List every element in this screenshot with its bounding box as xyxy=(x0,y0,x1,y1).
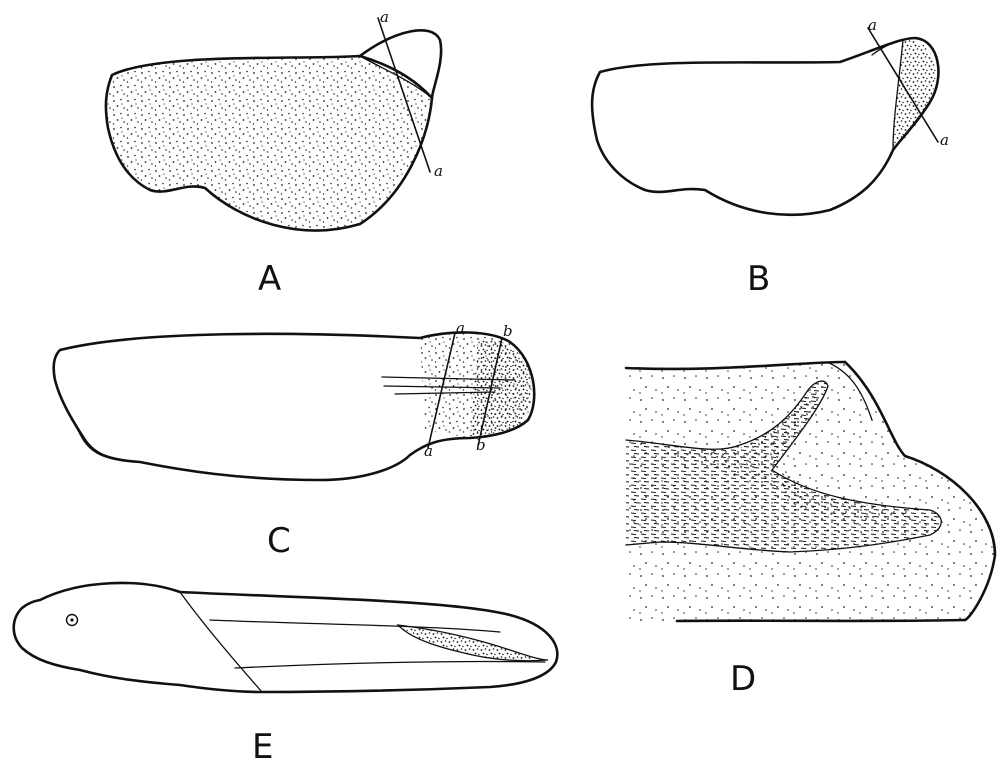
panel-c-cut-a-label-bottom: a xyxy=(424,442,433,460)
panel-b-cut-label-top: a xyxy=(868,16,877,34)
panel-a-embryo xyxy=(104,28,443,232)
panel-d: D xyxy=(624,360,997,699)
eye-icon xyxy=(65,613,79,627)
panel-e-label: E xyxy=(252,727,273,767)
panel-c-cut-a-label-top: a xyxy=(456,319,465,337)
panel-b-label: B xyxy=(747,259,770,299)
panel-a-cut-line xyxy=(377,17,431,173)
panel-b: a a B xyxy=(590,16,949,299)
panel-b-cut-line xyxy=(867,27,939,143)
panel-d-section xyxy=(624,360,997,623)
panel-e: E xyxy=(12,581,559,767)
panel-a-label: A xyxy=(258,259,281,299)
panel-c-label: C xyxy=(267,521,291,561)
panel-a: a a A xyxy=(104,8,443,299)
panel-c-cut-b-label-bottom: b xyxy=(476,436,486,454)
panel-c: a a b b C xyxy=(52,319,536,561)
panel-d-label: D xyxy=(730,659,756,699)
panel-a-cut-label-bottom: a xyxy=(434,162,443,180)
panel-b-cut-label-bottom: a xyxy=(940,131,949,149)
panel-c-embryo xyxy=(52,331,536,482)
panel-b-embryo xyxy=(590,36,940,217)
panel-c-cut-line-b xyxy=(477,337,503,447)
panel-e-tadpole xyxy=(12,581,559,694)
panel-a-cut-label-top: a xyxy=(380,8,389,26)
panel-c-cut-b-label-top: b xyxy=(503,322,513,340)
panel-c-cut-line-a xyxy=(427,332,456,449)
